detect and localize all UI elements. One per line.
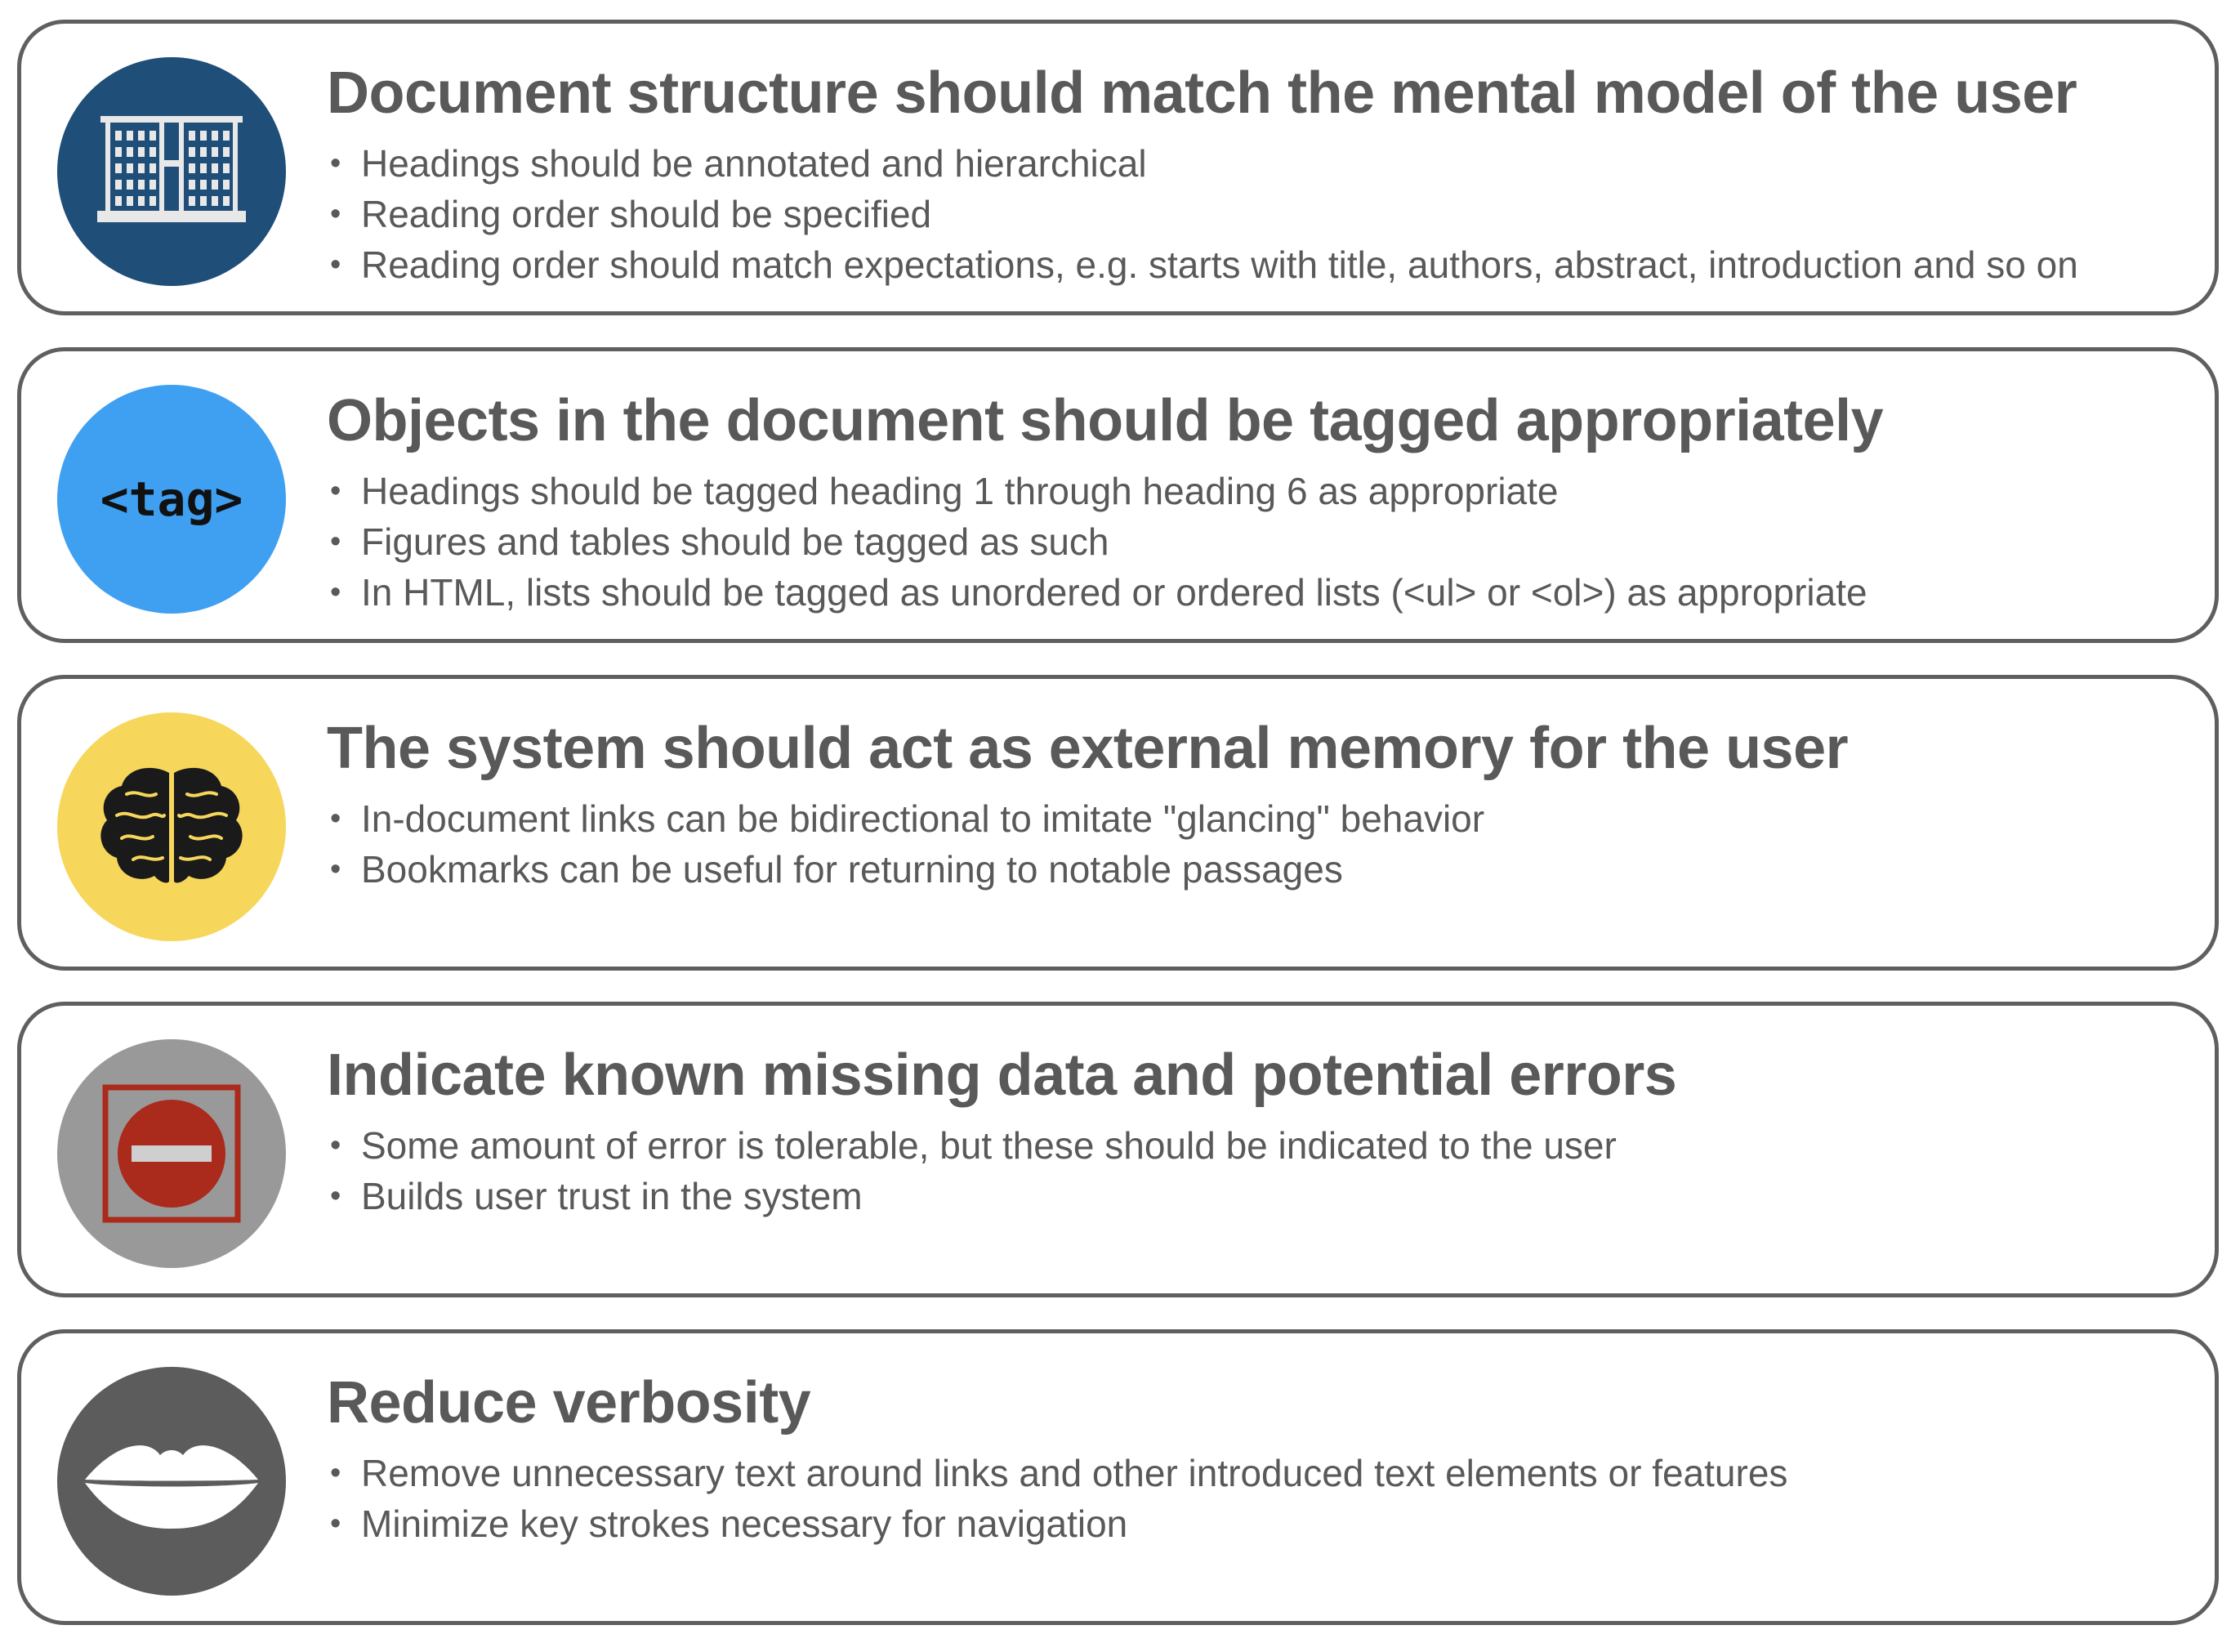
no-entry-icon xyxy=(57,1039,286,1268)
bullet-item: In-document links can be bidirectional t… xyxy=(327,793,1484,844)
bullet-list: In-document links can be bidirectional t… xyxy=(327,793,1484,895)
principle-card-tagging: <tag> Objects in the document should be … xyxy=(17,347,2219,643)
principle-card-structure: Document structure should match the ment… xyxy=(17,20,2219,315)
principle-card-memory: The system should act as external memory… xyxy=(17,675,2219,971)
bullet-item: Reading order should be specified xyxy=(327,189,2078,239)
card-title: Reduce verbosity xyxy=(327,1370,811,1435)
bullet-item: Headings should be tagged heading 1 thro… xyxy=(327,466,1867,516)
building-icon xyxy=(57,57,286,286)
bullet-item: In HTML, lists should be tagged as unord… xyxy=(327,567,1867,618)
bullet-item: Bookmarks can be useful for returning to… xyxy=(327,844,1484,895)
bullet-item: Reading order should match expectations,… xyxy=(327,239,2078,290)
bullet-item: Minimize key strokes necessary for navig… xyxy=(327,1498,1787,1549)
tag-icon: <tag> xyxy=(57,385,286,614)
bullet-list: Some amount of error is tolerable, but t… xyxy=(327,1120,1617,1221)
bullet-item: Some amount of error is tolerable, but t… xyxy=(327,1120,1617,1171)
bullet-list: Headings should be annotated and hierarc… xyxy=(327,138,2078,290)
card-title: Objects in the document should be tagged… xyxy=(327,388,1884,453)
bullet-item: Figures and tables should be tagged as s… xyxy=(327,516,1867,567)
principle-card-errors: Indicate known missing data and potentia… xyxy=(17,1002,2219,1297)
bullet-item: Remove unnecessary text around links and… xyxy=(327,1448,1787,1498)
brain-icon xyxy=(57,712,286,941)
bullet-list: Remove unnecessary text around links and… xyxy=(327,1448,1787,1549)
card-title: Indicate known missing data and potentia… xyxy=(327,1043,1677,1108)
card-title: The system should act as external memory… xyxy=(327,716,1849,781)
lips-icon xyxy=(57,1367,286,1596)
tag-icon-label: <tag> xyxy=(100,471,243,527)
bullet-item: Headings should be annotated and hierarc… xyxy=(327,138,2078,189)
card-title: Document structure should match the ment… xyxy=(327,60,2077,126)
principle-card-verbosity: Reduce verbosity Remove unnecessary text… xyxy=(17,1329,2219,1625)
bullet-list: Headings should be tagged heading 1 thro… xyxy=(327,466,1867,618)
bullet-item: Builds user trust in the system xyxy=(327,1171,1617,1221)
